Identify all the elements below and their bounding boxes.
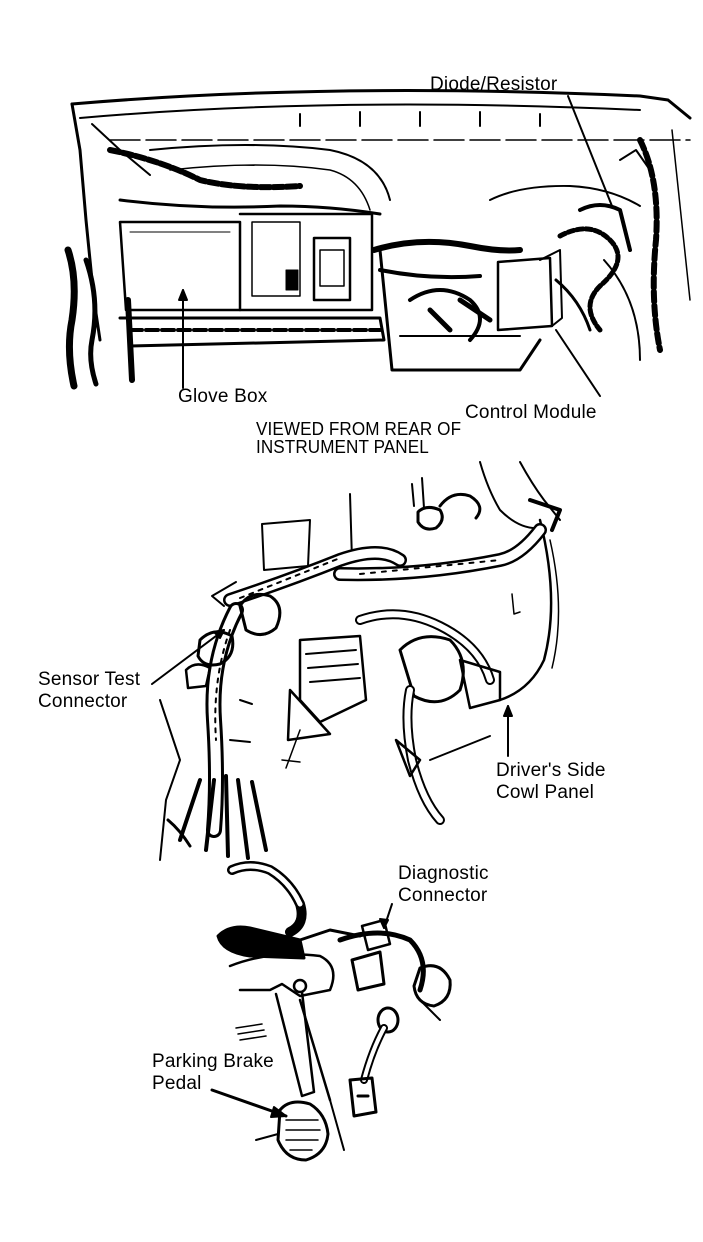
control-module-leader bbox=[555, 329, 601, 397]
label-glove-box: Glove Box bbox=[178, 386, 268, 407]
diagnostic-line-2: Connector bbox=[398, 885, 488, 906]
label-drivers-side-cowl-panel: Driver's Side Cowl Panel bbox=[496, 760, 606, 804]
diode-resistor-leader bbox=[567, 95, 613, 207]
top-leaders bbox=[178, 95, 613, 397]
label-diagnostic-connector: Diagnostic Connector bbox=[398, 863, 489, 907]
drivers-side-line-1: Driver's Side bbox=[496, 760, 606, 781]
bottom-leaders bbox=[210, 903, 393, 1118]
middle-leaders bbox=[151, 593, 521, 757]
cowl-harness-illustration bbox=[159, 461, 562, 861]
caption-line-2: INSTRUMENT PANEL bbox=[256, 437, 429, 457]
label-diode-resistor: Diode/Resistor bbox=[430, 74, 558, 95]
sensor-test-leader bbox=[151, 629, 225, 685]
label-parking-brake-pedal: Parking Brake Pedal bbox=[152, 1051, 274, 1095]
parking-brake-illustration bbox=[216, 861, 452, 1162]
label-sensor-test-connector: Sensor Test Connector bbox=[38, 669, 140, 713]
drivers-side-line-2: Cowl Panel bbox=[496, 782, 595, 803]
caption-line-1: VIEWED FROM REAR OF bbox=[256, 419, 462, 439]
label-control-module: Control Module bbox=[465, 402, 597, 423]
parking-brake-line-2: Pedal bbox=[152, 1073, 202, 1094]
diagnostic-line-1: Diagnostic bbox=[398, 863, 489, 884]
parking-brake-line-1: Parking Brake bbox=[152, 1051, 274, 1072]
view-caption: VIEWED FROM REAR OF INSTRUMENT PANEL bbox=[256, 420, 461, 456]
sensor-test-line-2: Connector bbox=[38, 691, 128, 712]
sensor-test-line-1: Sensor Test bbox=[38, 669, 141, 690]
instrument-panel-illustration bbox=[64, 89, 692, 390]
